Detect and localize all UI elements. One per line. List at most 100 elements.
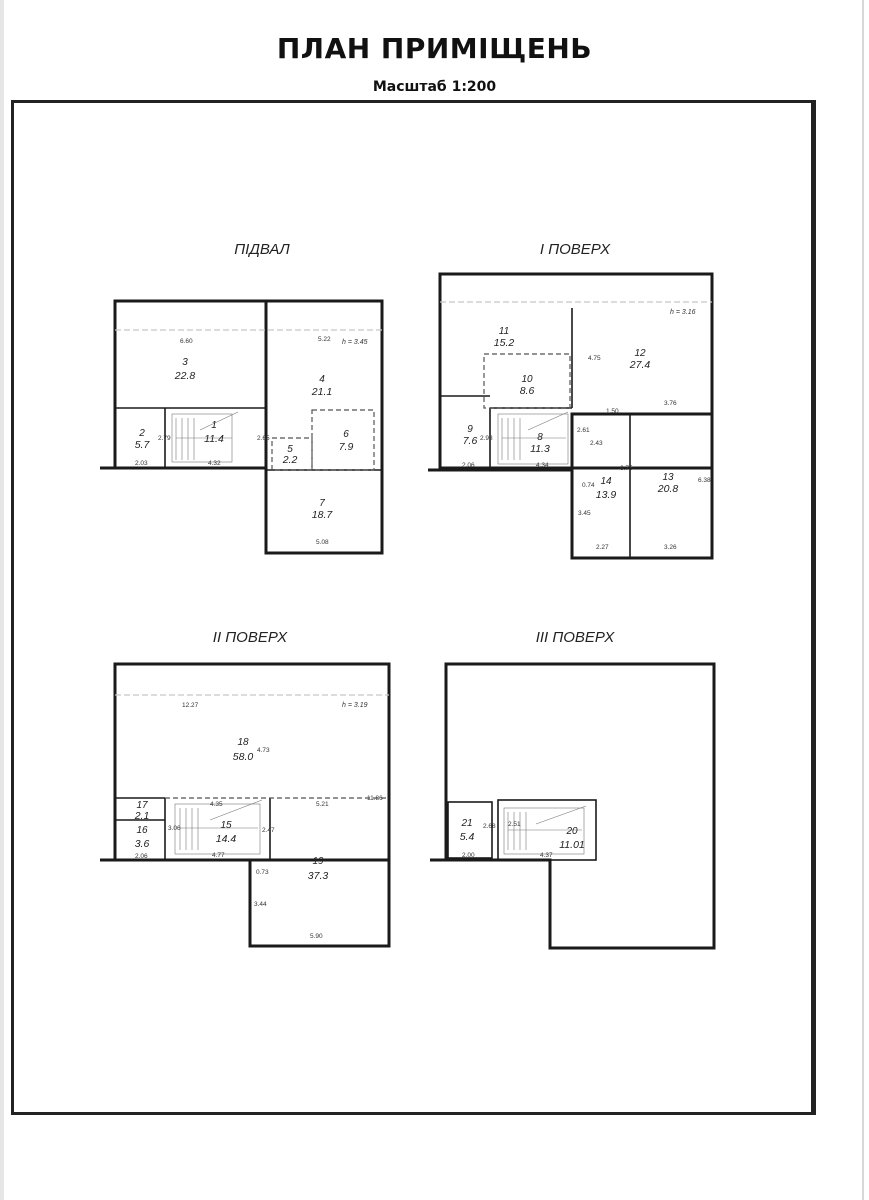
floor-second: ІІ ПОВЕРХ 18 58.0 17 2.1 16 3.6 [100, 629, 391, 948]
room-area-8: 11.3 [530, 443, 550, 455]
room-area-3: 22.8 [174, 370, 196, 382]
room-number-3: 3 [182, 357, 188, 368]
dim-first-3: 3.76 [664, 400, 677, 407]
dim-second-1: 12.27 [182, 702, 199, 709]
dim-second-10: 0.73 [256, 869, 269, 876]
basement-walls [100, 299, 384, 555]
dim-second-6: 3.06 [168, 825, 181, 832]
first-room-10-outline [483, 353, 571, 409]
room-area-7: 18.7 [312, 509, 334, 521]
room-area-15: 14.4 [216, 833, 237, 845]
page-title: ПЛАН ПРИМІЩЕНЬ [276, 32, 593, 65]
room-area-14: 13.9 [596, 489, 617, 501]
dim-first-5: 2.61 [577, 427, 590, 434]
dim-basement-4: 2.03 [135, 460, 148, 467]
dim-second-3: 11.86 [367, 795, 383, 802]
room-number-1: 1 [211, 420, 217, 431]
dim-basement-6: 2.65 [257, 435, 270, 442]
dim-first-6: 2.43 [590, 440, 603, 447]
dim-third-3: 2.00 [462, 852, 475, 859]
room-area-13: 20.8 [657, 483, 679, 495]
third-walls [430, 662, 716, 950]
first-stair [497, 411, 569, 465]
second-south-block [248, 858, 391, 948]
dim-second-12: 5.90 [310, 933, 323, 940]
room-area-17: 2.1 [134, 810, 150, 822]
dim-first-7: 2.06 [462, 462, 475, 469]
room-area-11: 15.2 [494, 337, 515, 349]
dim-second-2: 4.73 [257, 747, 270, 754]
scan-edge-right [862, 0, 864, 1200]
third-room-21-walls [447, 801, 493, 859]
room-area-21: 5.4 [460, 831, 475, 843]
room-number-6: 6 [343, 429, 349, 440]
room-number-15: 15 [220, 820, 232, 831]
room-area-4: 21.1 [311, 386, 332, 398]
room-area-16: 3.6 [135, 838, 150, 850]
room-area-9: 7.6 [463, 435, 478, 447]
room-number-14: 14 [600, 476, 612, 487]
floor-third: ІІІ ПОВЕРХ 21 5.4 20 11.01 2.68 2.51 2.0… [430, 629, 716, 950]
dim-second-11: 3.44 [254, 901, 267, 908]
floor-first: І ПОВЕРХ 11 15.2 12 27.4 10 8 [428, 241, 714, 560]
room-number-9: 9 [467, 424, 473, 435]
third-stair [503, 805, 587, 855]
room-number-11: 11 [499, 326, 509, 337]
room-number-5: 5 [287, 444, 293, 455]
dim-first-13: 2.27 [596, 544, 609, 551]
second-stair [174, 799, 263, 855]
drawing-frame [11, 100, 816, 1115]
room-number-2: 2 [138, 428, 145, 439]
dim-basement-2: 5.22 [318, 336, 331, 343]
basement-east-block [264, 299, 384, 555]
basement-labels: 3 22.8 2 5.7 1 11.4 4 21.1 5 2.2 6 7.9 7… [135, 336, 368, 546]
room-number-19: 19 [312, 856, 324, 867]
room-area-20: 11.01 [559, 839, 585, 851]
room-number-8: 8 [537, 432, 543, 443]
first-labels: 11 15.2 12 27.4 10 8.6 9 7.6 8 11.3 13 2… [462, 309, 711, 551]
room-area-12: 27.4 [629, 359, 651, 371]
dim-basement-5: 4.32 [208, 460, 221, 467]
room-number-7: 7 [319, 498, 325, 509]
room-number-21: 21 [460, 818, 472, 829]
first-main-block [438, 272, 714, 470]
basement-room-5-outline [271, 437, 313, 471]
dim-second-8: 2.06 [135, 853, 148, 860]
room-number-18: 18 [237, 737, 249, 748]
dim-first-12: 3.45 [578, 510, 591, 517]
dim-third-4: 4.37 [540, 852, 553, 859]
room-area-18: 58.0 [233, 751, 254, 763]
third-outline [444, 662, 716, 950]
room-number-13: 13 [662, 472, 674, 483]
floor-title-third: ІІІ ПОВЕРХ [536, 629, 616, 646]
dim-second-9: 4.77 [212, 852, 225, 859]
room-area-2: 5.7 [135, 439, 151, 451]
dim-second-4: 4.35 [210, 801, 223, 808]
floor-title-basement: ПІДВАЛ [234, 241, 290, 258]
dim-second-7: 2.47 [262, 827, 275, 834]
floor-basement: ПІДВАЛ 3 22.8 2 5.7 1 11.4 4 [100, 241, 384, 555]
dim-basement-7: 5.08 [316, 539, 329, 546]
basement-stair [171, 411, 239, 463]
dim-second-5: 5.21 [316, 801, 329, 808]
room-number-17: 17 [136, 800, 148, 811]
dim-first-9: 0.74 [582, 482, 595, 489]
second-labels: 18 58.0 17 2.1 16 3.6 15 14.4 19 37.3 h … [134, 702, 383, 940]
basement-room-6-outline [311, 409, 375, 471]
first-south-block [570, 412, 714, 560]
dim-third-1: 2.68 [483, 823, 496, 830]
room-number-16: 16 [136, 825, 148, 836]
room-area-1: 11.4 [204, 433, 224, 445]
floor-title-first: І ПОВЕРХ [540, 241, 611, 258]
first-height: h = 3.16 [670, 309, 696, 316]
third-room-20-walls [497, 799, 597, 861]
room-number-10: 10 [521, 374, 533, 385]
dim-first-4: 2.98 [480, 435, 493, 442]
dim-first-1: 4.75 [588, 355, 601, 362]
dim-first-2: 1.50 [606, 408, 619, 415]
dim-first-14: 3.26 [664, 544, 677, 551]
scan-edge-left [0, 0, 4, 1200]
room-number-12: 12 [634, 348, 646, 359]
basement-height: h = 3.45 [342, 339, 368, 346]
